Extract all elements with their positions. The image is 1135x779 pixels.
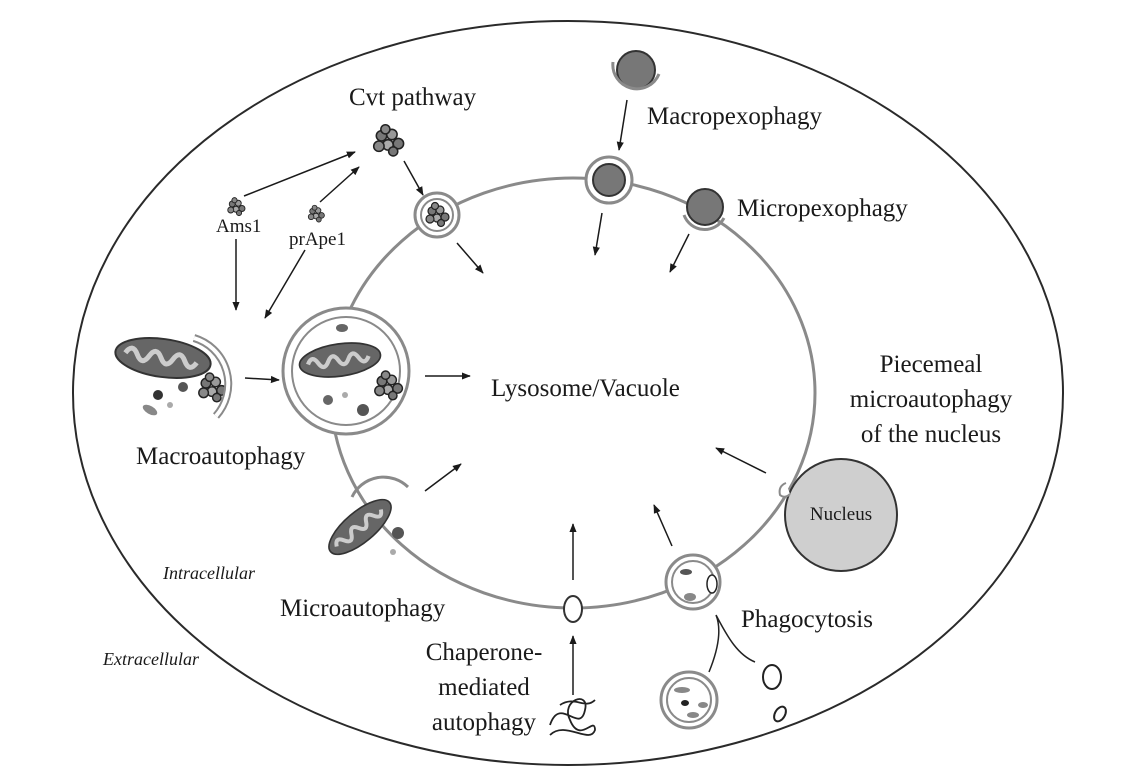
micropexophagy-peroxisome <box>682 188 726 231</box>
autophagosome <box>281 306 411 436</box>
label-phagocytosis: Phagocytosis <box>741 606 873 633</box>
phagosome-docked <box>664 553 722 611</box>
nucleus-bleb <box>778 482 791 498</box>
cell-membrane <box>72 20 1064 766</box>
label-chaperone-line3: autophagy <box>431 709 537 736</box>
prape1-particle <box>307 204 325 223</box>
ams1-particle <box>227 197 246 217</box>
label-macroautophagy: Macroautophagy <box>136 443 306 470</box>
docked-peroxisome <box>584 155 634 205</box>
bacterium-icon <box>762 664 782 690</box>
label-chaperone-line2: mediated <box>438 674 530 701</box>
bacterium-icon <box>773 705 787 723</box>
cvt-vesicle <box>413 191 461 239</box>
label-extracellular: Extracellular <box>103 649 199 669</box>
phagosome-external <box>659 670 719 730</box>
label-ams1: Ams1 <box>216 216 262 237</box>
nucleus-body <box>784 458 898 572</box>
label-piecemeal-microautophagy: Piecemeal microautophagy of the nucleus <box>831 347 1031 452</box>
label-chaperone-mediated-autophagy: Chaperone- mediated autophagy <box>404 635 564 740</box>
label-piecemeal-line3: of the nucleus <box>860 421 1002 448</box>
cvt-aggregate <box>372 123 405 157</box>
label-micropexophagy: Micropexophagy <box>737 195 908 222</box>
label-cvt-pathway: Cvt pathway <box>349 84 477 111</box>
label-prape1: prApe1 <box>289 229 346 250</box>
label-microautophagy: Microautophagy <box>280 595 446 622</box>
microautophagy-invagination <box>321 475 410 563</box>
label-lysosome-vacuole: Lysosome/Vacuole <box>491 375 680 402</box>
arrows <box>232 99 767 695</box>
label-chaperone-line1: Chaperone- <box>425 639 543 666</box>
macropexophagy-peroxisome <box>611 50 661 91</box>
cma-translocation <box>563 595 583 623</box>
label-intracellular: Intracellular <box>163 563 255 583</box>
label-nucleus: Nucleus <box>809 504 873 525</box>
label-macropexophagy: Macropexophagy <box>647 103 822 130</box>
cma-substrate <box>549 698 596 736</box>
phagophore <box>113 333 233 419</box>
label-piecemeal-line2: microautophagy <box>849 386 1013 413</box>
label-piecemeal-line1: Piecemeal <box>879 351 983 378</box>
phagocytosis-branch <box>708 614 756 673</box>
